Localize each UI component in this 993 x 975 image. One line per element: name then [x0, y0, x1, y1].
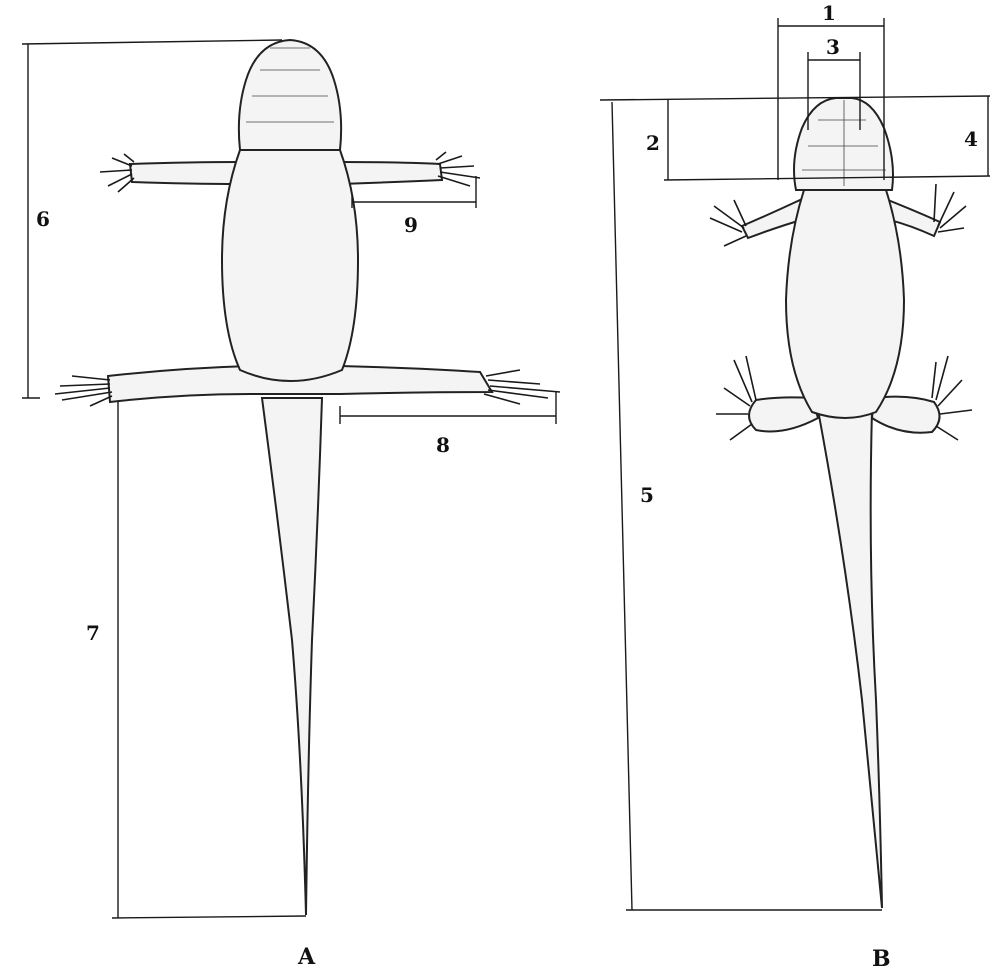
- lizard-a-head: [239, 40, 341, 150]
- figure-b: 1 2 3 4 5 B: [600, 1, 990, 972]
- lizard-b-drawing: [710, 98, 972, 908]
- label-1: 1: [822, 1, 836, 25]
- label-2: 2: [646, 131, 660, 155]
- measure-ref-top: [600, 96, 990, 100]
- lizard-b-tail: [818, 410, 882, 908]
- label-3: 3: [826, 35, 840, 59]
- label-7: 7: [86, 621, 100, 645]
- label-5: 5: [640, 483, 654, 507]
- caption-b: B: [872, 946, 891, 972]
- lizard-b-head: [794, 98, 893, 190]
- lizard-b-trunk: [786, 190, 904, 418]
- measure-tick-6-top: [22, 40, 282, 44]
- label-8: 8: [436, 433, 450, 457]
- lizard-a-trunk: [222, 150, 358, 381]
- label-9: 9: [404, 213, 418, 237]
- lizard-a-drawing: [55, 40, 560, 915]
- measure-tick-7-bottom: [112, 916, 306, 918]
- figure-a: 6 7 8 9 A: [22, 40, 560, 970]
- measure-line-5: [612, 102, 632, 910]
- label-4: 4: [964, 127, 978, 151]
- lizard-a-tail: [262, 398, 322, 915]
- caption-a: A: [297, 944, 316, 970]
- label-6: 6: [36, 207, 50, 231]
